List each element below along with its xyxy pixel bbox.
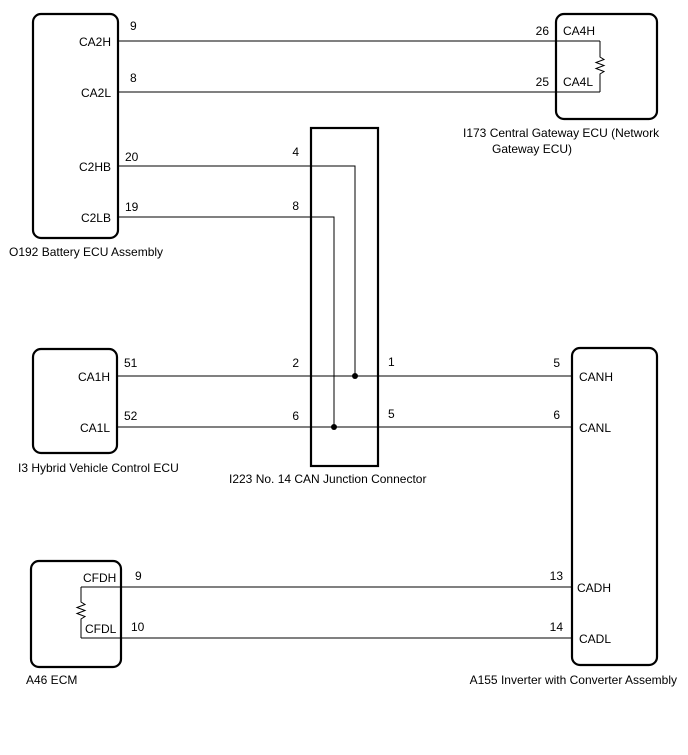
pin-label-cfdl: CFDL: [85, 622, 117, 636]
gateway-ecu-box: [554, 12, 659, 121]
hv-ecu-caption: I3 Hybrid Vehicle Control ECU: [18, 461, 179, 475]
pin-number-jc-6: 6: [292, 409, 299, 423]
splice-canh: [352, 373, 358, 379]
wire-c2hb: [118, 165, 356, 376]
pin-label-cadh: CADH: [577, 581, 611, 595]
pin-label-cadl: CADL: [579, 632, 611, 646]
hv-ecu-box: [31, 347, 119, 455]
pin-label-canl: CANL: [579, 421, 611, 435]
pin-number-jc-1: 1: [388, 355, 395, 369]
wire-c2lb: [118, 216, 335, 427]
pin-number-ca2l: 8: [130, 71, 137, 85]
pin-number-jc-4: 4: [292, 145, 299, 159]
inverter-box: [570, 346, 659, 667]
pin-number-cadh: 13: [550, 569, 564, 583]
inverter-caption: A155 Inverter with Converter Assembly: [470, 673, 677, 687]
pin-label-canh: CANH: [579, 370, 613, 384]
ecm-caption: A46 ECM: [26, 673, 77, 687]
pin-number-ca4l: 25: [536, 75, 550, 89]
pin-number-canh: 5: [553, 356, 560, 370]
pin-number-jc-2: 2: [292, 356, 299, 370]
pin-label-ca2h: CA2H: [79, 35, 111, 49]
pin-label-ca4l: CA4L: [563, 75, 593, 89]
pin-label-cfdh: CFDH: [83, 571, 116, 585]
pin-number-ca1l: 52: [124, 409, 138, 423]
pin-label-ca1h: CA1H: [78, 370, 110, 384]
pin-number-c2lb: 19: [125, 200, 139, 214]
junction-connector-box: [309, 126, 380, 468]
pin-number-c2hb: 20: [125, 150, 139, 164]
battery-ecu-caption: O192 Battery ECU Assembly: [9, 245, 163, 259]
pin-number-ca1h: 51: [124, 356, 138, 370]
resistor-ecm: [75, 587, 87, 638]
pin-label-c2lb: C2LB: [81, 211, 111, 225]
resistor-gateway: [594, 41, 606, 92]
pin-label-ca4h: CA4H: [563, 24, 595, 38]
pin-number-jc-8: 8: [292, 199, 299, 213]
pin-label-ca1l: CA1L: [80, 421, 110, 435]
battery-ecu-box: [31, 12, 120, 240]
splice-canl: [331, 424, 337, 430]
gateway-ecu-caption-line1: I173 Central Gateway ECU (Network: [463, 126, 660, 140]
pin-number-cfdh: 9: [135, 569, 142, 583]
pin-number-ca4h: 26: [536, 24, 550, 38]
pin-number-cfdl: 10: [131, 620, 145, 634]
pin-number-jc-5: 5: [388, 407, 395, 421]
junction-connector-caption: I223 No. 14 CAN Junction Connector: [229, 472, 426, 486]
pin-label-c2hb: C2HB: [79, 160, 111, 174]
pin-number-cadl: 14: [550, 620, 564, 634]
pin-number-canl: 6: [553, 408, 560, 422]
pin-label-ca2l: CA2L: [81, 86, 111, 100]
gateway-ecu-caption-line2: Gateway ECU): [492, 142, 572, 156]
pin-number-ca2h: 9: [130, 19, 137, 33]
